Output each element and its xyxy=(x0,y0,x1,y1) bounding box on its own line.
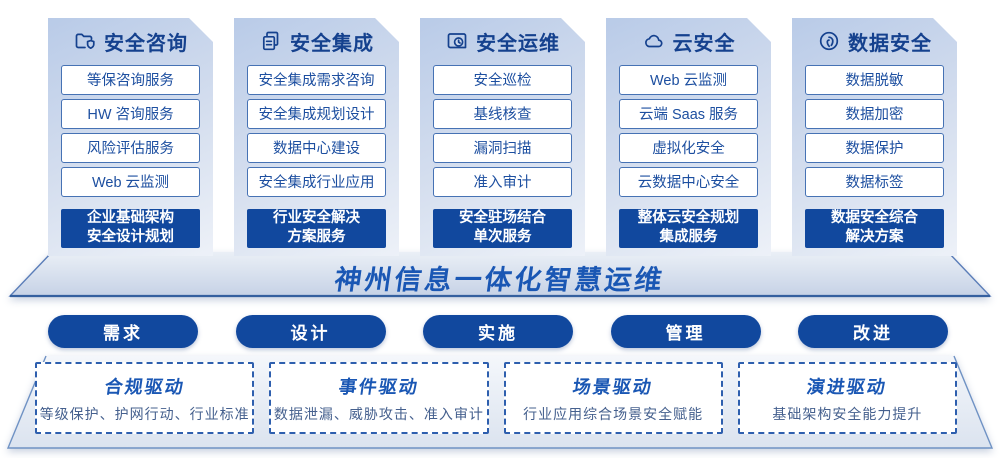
driver-title: 演进驱动 xyxy=(805,376,889,397)
process-pill: 管理 xyxy=(610,315,761,348)
card-header: 安全集成 xyxy=(247,26,386,57)
card-items: Web 云监测云端 Saas 服务虚拟化安全云数据中心安全 xyxy=(619,65,758,201)
card-title: 安全咨询 xyxy=(104,32,188,55)
service-item: 数据脱敏 xyxy=(805,65,944,95)
service-columns: 安全咨询 等保咨询服务 HW 咨询服务风险评估服务 Web 云监测 企业基础架构 安… xyxy=(48,18,957,256)
card-highlight: 企业基础架构 安全设计规划 xyxy=(61,209,200,248)
service-item: 安全集成行业应用 xyxy=(247,167,386,197)
card-header: 安全运维 xyxy=(433,26,572,57)
card-items: 等保咨询服务 HW 咨询服务风险评估服务 Web 云监测 xyxy=(61,65,200,201)
service-item: 安全集成规划设计 xyxy=(247,99,386,129)
service-item: Web 云监测 xyxy=(619,65,758,95)
card-items: 安全巡检基线核查漏洞扫描准入审计 xyxy=(433,65,572,201)
service-item: 漏洞扫描 xyxy=(433,133,572,163)
service-item: 等保咨询服务 xyxy=(61,65,200,95)
card-title: 安全运维 xyxy=(476,32,560,55)
platform-banner-title: 神州信息一体化智慧运维 xyxy=(332,265,667,295)
service-item: 云端 Saas 服务 xyxy=(619,99,758,129)
driver-boxes-row: 合规驱动 等级保护、护网行动、行业标准 事件驱动 数据泄漏、威胁攻击、准入审计 … xyxy=(35,362,957,434)
driver-box-4: 演进驱动 基础架构安全能力提升 xyxy=(737,362,957,434)
driver-desc: 基础架构安全能力提升 xyxy=(772,405,923,422)
process-pill: 实施 xyxy=(423,315,573,348)
service-item: 安全巡检 xyxy=(433,65,572,95)
platform-banner: 神州信息一体化智慧运维 xyxy=(0,258,1000,297)
driver-box-1: 合规驱动 等级保护、护网行动、行业标准 xyxy=(35,362,255,434)
driver-title: 场景驱动 xyxy=(571,376,655,397)
cloud-icon xyxy=(642,29,666,53)
fingerprint-icon xyxy=(817,29,841,53)
card-title: 安全集成 xyxy=(290,32,374,55)
process-pill: 设计 xyxy=(235,315,386,348)
driver-box-2: 事件驱动 数据泄漏、威胁攻击、准入审计 xyxy=(269,362,489,434)
service-column-4: 云安全 Web 云监测云端 Saas 服务虚拟化安全云数据中心安全 整体云安全规… xyxy=(606,18,771,256)
card-title: 数据安全 xyxy=(848,32,932,55)
card-highlight: 数据安全综合 解决方案 xyxy=(805,209,944,248)
process-pill: 需求 xyxy=(48,315,198,348)
process-pills-row: 需求 设计 实施 管理 改进 xyxy=(48,315,948,348)
service-item: HW 咨询服务 xyxy=(61,99,200,129)
process-pill: 改进 xyxy=(798,315,948,348)
service-item: 准入审计 xyxy=(433,167,572,197)
stacked-docs-icon xyxy=(259,29,283,53)
service-item: 数据中心建设 xyxy=(247,133,386,163)
card-items: 安全集成需求咨询安全集成规划设计数据中心建设安全集成行业应用 xyxy=(247,65,386,201)
card-header: 数据安全 xyxy=(805,26,944,57)
driver-title: 事件驱动 xyxy=(337,376,421,397)
card-title: 云安全 xyxy=(672,32,736,55)
service-item: 安全集成需求咨询 xyxy=(247,65,386,95)
service-item: 数据保护 xyxy=(805,133,944,163)
driver-desc: 等级保护、护网行动、行业标准 xyxy=(39,405,250,422)
driver-desc: 行业应用综合场景安全赋能 xyxy=(523,405,704,422)
service-column-3: 安全运维 安全巡检基线核查漏洞扫描准入审计 安全驻场结合 单次服务 xyxy=(420,18,585,256)
service-item: Web 云监测 xyxy=(61,167,200,197)
service-item: 数据加密 xyxy=(805,99,944,129)
driver-title: 合规驱动 xyxy=(103,376,186,397)
folder-clock-icon xyxy=(445,29,469,53)
folder-shield-icon xyxy=(73,29,97,53)
card-header: 云安全 xyxy=(619,26,758,57)
driver-desc: 数据泄漏、威胁攻击、准入审计 xyxy=(273,405,484,422)
driver-box-3: 场景驱动 行业应用综合场景安全赋能 xyxy=(503,362,723,434)
card-items: 数据脱敏数据加密数据保护数据标签 xyxy=(805,65,944,201)
card-highlight: 行业安全解决 方案服务 xyxy=(247,209,386,248)
service-item: 数据标签 xyxy=(805,167,944,197)
service-column-2: 安全集成 安全集成需求咨询安全集成规划设计数据中心建设安全集成行业应用 行业安全… xyxy=(234,18,399,256)
card-highlight: 整体云安全规划 集成服务 xyxy=(619,209,758,248)
service-item: 虚拟化安全 xyxy=(619,133,758,163)
card-highlight: 安全驻场结合 单次服务 xyxy=(433,209,572,248)
service-item: 云数据中心安全 xyxy=(619,167,758,197)
service-column-1: 安全咨询 等保咨询服务 HW 咨询服务风险评估服务 Web 云监测 企业基础架构 安… xyxy=(48,18,213,256)
service-item: 风险评估服务 xyxy=(61,133,200,163)
card-header: 安全咨询 xyxy=(61,26,200,57)
service-item: 基线核查 xyxy=(433,99,572,129)
service-column-5: 数据安全 数据脱敏数据加密数据保护数据标签 数据安全综合 解决方案 xyxy=(792,18,957,256)
